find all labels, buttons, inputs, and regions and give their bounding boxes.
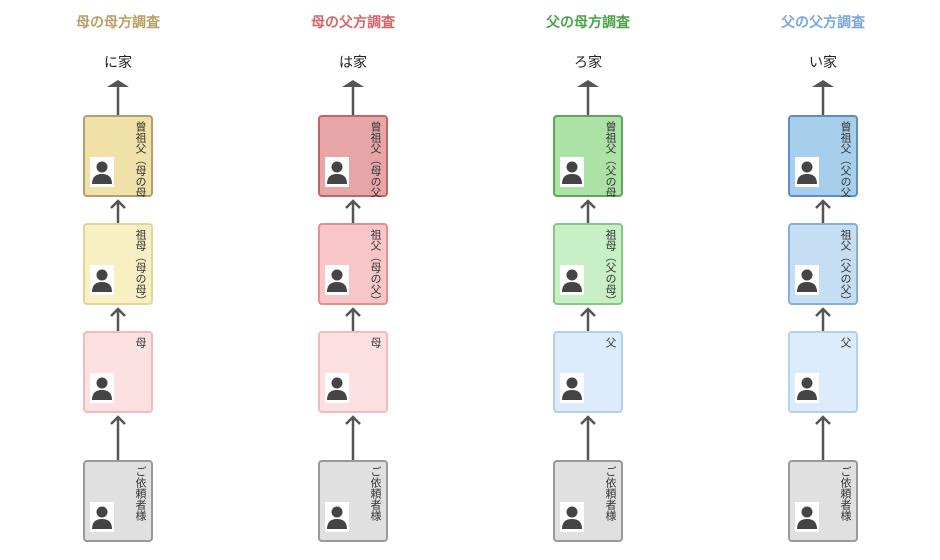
relation-label: ご依頼者様	[369, 466, 381, 521]
parent-box: 父	[553, 331, 623, 413]
great-grandfather-box: 曾祖父（父の母の父）	[553, 115, 623, 197]
person-icon	[560, 373, 584, 403]
client-box: ご依頼者様	[788, 460, 858, 542]
relation-label: ご依頼者様	[134, 466, 146, 521]
relation-label: 祖父（父の父）	[839, 229, 851, 305]
column-title: 父の母方調査	[546, 15, 630, 31]
relation-label: ご依頼者様	[604, 466, 616, 521]
person-icon	[795, 157, 819, 187]
family-house-label: に家	[104, 55, 132, 71]
person-icon	[795, 265, 819, 295]
relation-label: 父	[604, 337, 616, 348]
arrow-up-icon	[811, 197, 835, 223]
person-icon	[90, 157, 114, 187]
arrow-up-icon	[341, 78, 365, 115]
person-icon	[90, 373, 114, 403]
family-house-label: ろ家	[574, 55, 602, 71]
family-house-label: は家	[339, 55, 367, 71]
person-icon	[325, 502, 349, 532]
lineage-column-1: 母の母方調査に家曾祖父（母の母の父） 祖母（母の母） 母ご依頼者様	[38, 0, 198, 560]
great-grandfather-box: 曾祖父（父の父の父）	[788, 115, 858, 197]
person-icon	[560, 157, 584, 187]
relation-label: 曾祖父（父の父の父）	[839, 121, 851, 197]
arrow-up-icon	[576, 413, 600, 460]
person-icon	[795, 373, 819, 403]
arrow-up-icon	[341, 197, 365, 223]
parent-box: 母	[83, 331, 153, 413]
relation-label: 父	[839, 337, 851, 348]
grandparent-box: 祖母（母の母）	[83, 223, 153, 305]
arrow-up-icon	[341, 413, 365, 460]
person-icon	[325, 157, 349, 187]
person-icon	[325, 265, 349, 295]
great-grandfather-box: 曾祖父（母の父の父）	[318, 115, 388, 197]
arrow-up-icon	[576, 305, 600, 331]
relation-label: ご依頼者様	[839, 466, 851, 521]
client-box: ご依頼者様	[553, 460, 623, 542]
arrow-up-icon	[576, 197, 600, 223]
arrow-up-icon	[576, 78, 600, 115]
relation-label: 曾祖父（母の父の父）	[369, 121, 381, 197]
arrow-up-icon	[106, 413, 130, 460]
column-title: 母の父方調査	[311, 15, 395, 31]
client-box: ご依頼者様	[318, 460, 388, 542]
person-icon	[325, 373, 349, 403]
family-house-label: い家	[809, 55, 837, 71]
relation-label: 祖母（母の母）	[134, 229, 146, 305]
arrow-up-icon	[106, 78, 130, 115]
great-grandfather-box: 曾祖父（母の母の父）	[83, 115, 153, 197]
grandparent-box: 祖父（母の父）	[318, 223, 388, 305]
person-icon	[90, 265, 114, 295]
arrow-up-icon	[811, 413, 835, 460]
arrow-up-icon	[106, 305, 130, 331]
grandparent-box: 祖母（父の母）	[553, 223, 623, 305]
person-icon	[795, 502, 819, 532]
relation-label: 祖父（母の父）	[369, 229, 381, 305]
lineage-column-4: 父の父方調査い家曾祖父（父の父の父） 祖父（父の父） 父ご依頼者様	[743, 0, 903, 560]
person-icon	[90, 502, 114, 532]
column-title: 父の父方調査	[781, 15, 865, 31]
person-icon	[560, 502, 584, 532]
arrow-up-icon	[106, 197, 130, 223]
column-title: 母の母方調査	[76, 15, 160, 31]
client-box: ご依頼者様	[83, 460, 153, 542]
arrow-up-icon	[811, 305, 835, 331]
arrow-up-icon	[341, 305, 365, 331]
lineage-column-2: 母の父方調査は家曾祖父（母の父の父） 祖父（母の父） 母ご依頼者様	[273, 0, 433, 560]
arrow-up-icon	[811, 78, 835, 115]
parent-box: 父	[788, 331, 858, 413]
relation-label: 曾祖父（父の母の父）	[604, 121, 616, 197]
relation-label: 母	[369, 337, 381, 348]
lineage-column-3: 父の母方調査ろ家曾祖父（父の母の父） 祖母（父の母） 父ご依頼者様	[508, 0, 668, 560]
relation-label: 祖母（父の母）	[604, 229, 616, 305]
relation-label: 曾祖父（母の母の父）	[134, 121, 146, 197]
person-icon	[560, 265, 584, 295]
relation-label: 母	[134, 337, 146, 348]
parent-box: 母	[318, 331, 388, 413]
grandparent-box: 祖父（父の父）	[788, 223, 858, 305]
